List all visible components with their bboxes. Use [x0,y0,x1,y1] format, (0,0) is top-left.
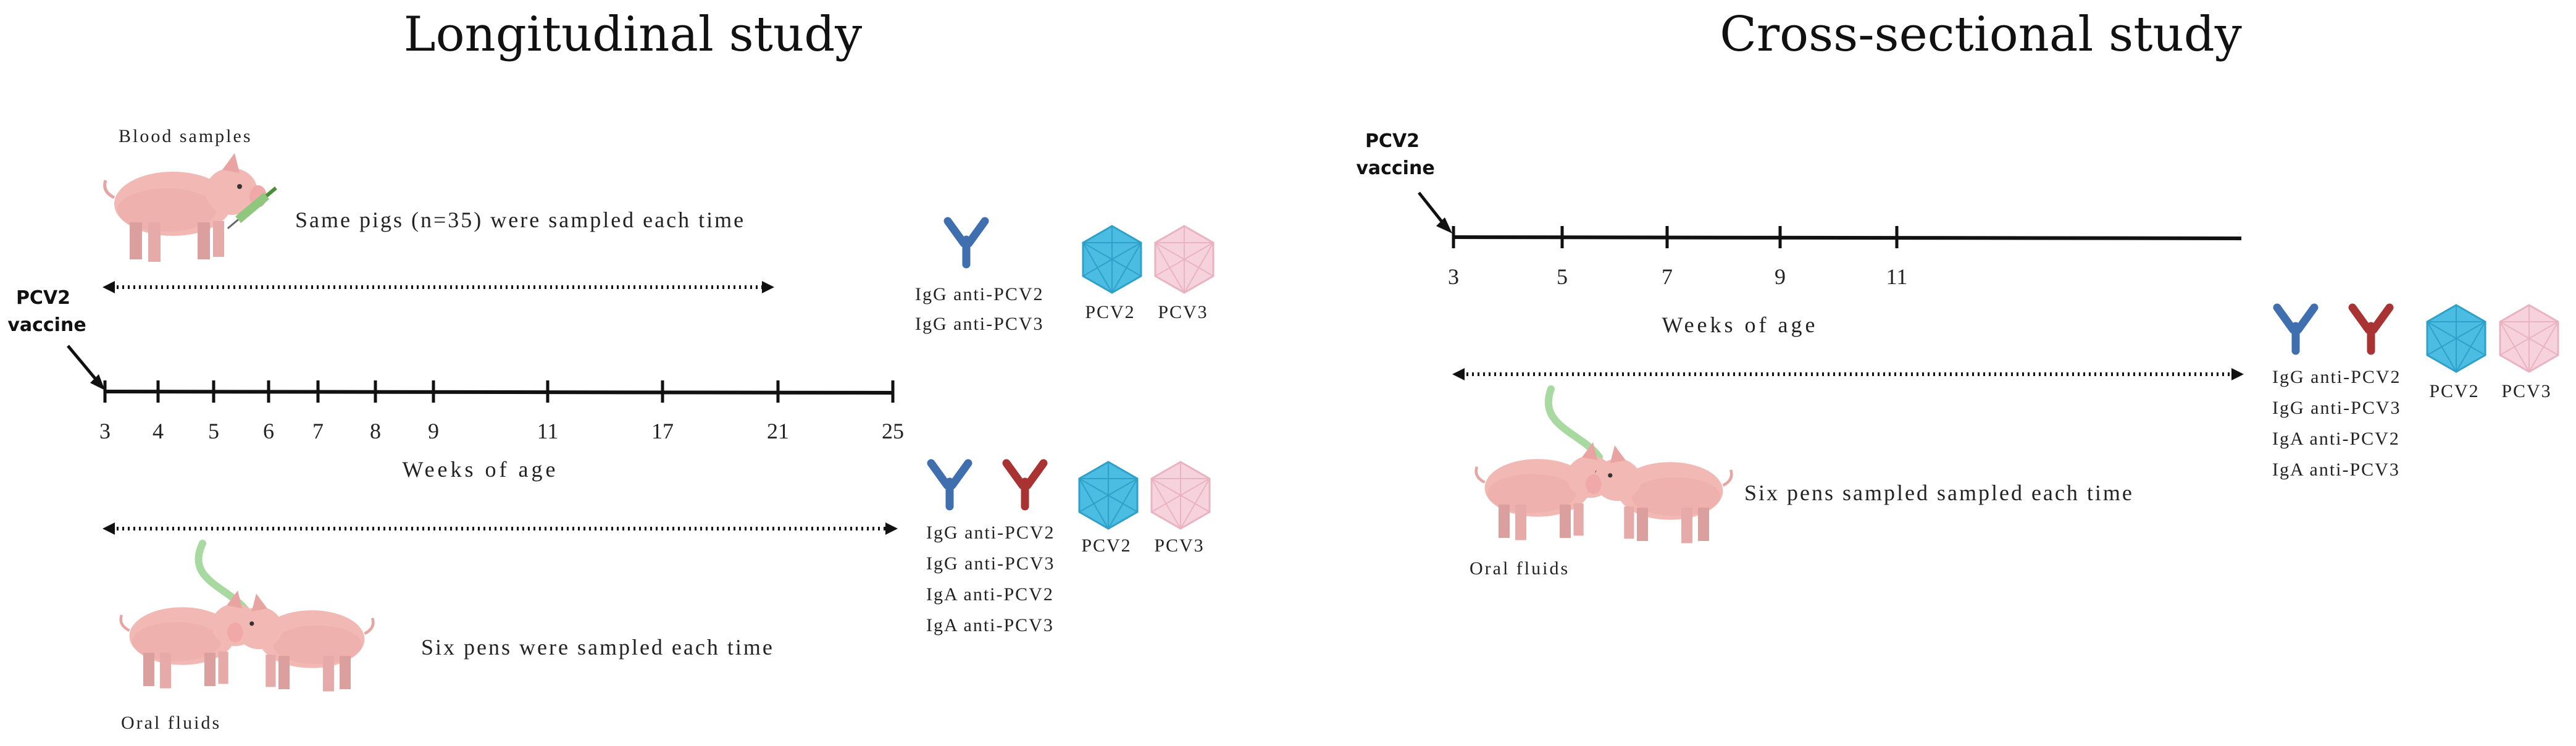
oral-fluid-sampling-period-arrow [102,522,898,535]
pig-blood-sample-icon [105,153,277,262]
virus-label-pcv2: PCV2 [1081,535,1131,556]
cs-oral-test-2: IgG anti-PCV3 [2272,398,2401,418]
cs-oral-test-4: IgA anti-PCV3 [2272,459,2400,480]
cross-sectional-title: Cross-sectional study [1720,7,2242,62]
week-tick-label: 21 [767,419,789,443]
same-pigs-text: Same pigs (n=35) were sampled each time [295,207,745,232]
cs-oral-test-1: IgG anti-PCV2 [2272,367,2401,387]
vaccine-arrow [67,345,105,390]
cs-virus-label-pcv2: PCV2 [2429,381,2479,401]
igg-antibody-icon [931,463,968,506]
week-tick-label: 7 [312,419,324,443]
vaccine-label-line2: vaccine [7,314,86,336]
six-pens-text: Six pens were sampled each time [421,635,774,660]
longitudinal-axis-label: Weeks of age [402,457,558,482]
vaccine-label-line1: PCV2 [16,287,70,309]
cs-vaccine-label-line1: PCV2 [1365,130,1420,152]
oral-test-4: IgA anti-PCV3 [926,615,1054,635]
cs-vaccine-arrow [1418,191,1452,233]
cross-sectional-week-ticks: 3 5 7 9 11 [1448,226,1907,289]
cs-axis-label: Weeks of age [1662,312,1818,337]
week-tick-label: 8 [370,419,381,443]
longitudinal-title: Longitudinal study [404,7,862,62]
pcv3-virus-icon [2499,304,2559,373]
cs-vaccine-label-line2: vaccine [1356,157,1434,179]
cs-week-tick-label: 5 [1557,264,1568,289]
week-tick-label: 11 [537,419,559,443]
serum-test-1: IgG anti-PCV2 [915,284,1044,304]
blood-sampling-period-arrow [102,281,774,293]
week-tick-label: 5 [208,419,219,443]
pigs-oral-fluid-icon [121,540,374,692]
week-tick-label: 9 [428,419,439,443]
cs-oral-test-3: IgA anti-PCV2 [2272,429,2400,449]
pcv3-virus-icon [1150,461,1211,530]
oral-test-2: IgG anti-PCV3 [926,553,1055,574]
cs-sampling-period-arrow [1452,368,2244,380]
cs-week-tick-label: 7 [1662,264,1673,289]
serum-test-2: IgG anti-PCV3 [915,314,1044,334]
iga-antibody-icon [2352,308,2390,351]
cs-six-pens-text: Six pens sampled sampled each time [1744,480,2134,505]
oral-test-3: IgA anti-PCV2 [926,584,1054,605]
cs-week-tick-label: 11 [1886,264,1908,289]
cs-oral-fluids-label: Oral fluids [1470,558,1570,579]
longitudinal-week-ticks: 3 4 5 6 7 8 9 11 17 21 25 [99,380,904,443]
oral-test-1: IgG anti-PCV2 [926,522,1055,543]
iga-antibody-icon [1006,463,1043,506]
cs-virus-label-pcv3: PCV3 [2501,381,2551,401]
week-tick-label: 3 [99,419,111,443]
week-tick-label: 4 [153,419,164,443]
pcv3-virus-icon [1154,225,1215,294]
cross-sectional-timeline [1452,235,2242,240]
cs-pigs-oral-fluid-icon [1476,385,1732,543]
igg-antibody-icon [2277,308,2314,351]
cs-week-tick-label: 3 [1448,264,1459,289]
oral-fluids-label: Oral fluids [121,713,221,733]
cs-week-tick-label: 9 [1775,264,1786,289]
longitudinal-timeline [103,390,893,395]
virus-label-pcv3: PCV3 [1154,535,1204,556]
virus-label-pcv3: PCV3 [1158,302,1208,322]
pcv2-virus-icon [1082,225,1142,294]
blood-samples-label: Blood samples [119,126,253,146]
pcv2-virus-icon [1078,461,1139,530]
pcv2-virus-icon [2426,304,2486,373]
week-tick-label: 17 [651,419,674,443]
week-tick-label: 6 [263,419,274,443]
virus-label-pcv2: PCV2 [1085,302,1135,322]
week-tick-label: 25 [882,419,904,443]
igg-antibody-icon [948,221,985,264]
